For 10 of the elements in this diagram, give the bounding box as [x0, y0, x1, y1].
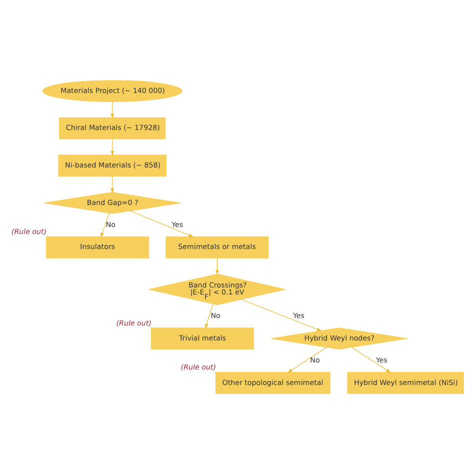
arrow: [100, 212, 109, 238]
arrow: [110, 138, 114, 156]
arrow: [204, 304, 213, 329]
arrow: [240, 299, 322, 332]
arrow: [350, 346, 390, 373]
arrow: [287, 346, 327, 373]
arrow: [110, 102, 114, 118]
arrow: [129, 210, 193, 237]
arrow: [110, 176, 114, 194]
arrow: [215, 258, 218, 275]
